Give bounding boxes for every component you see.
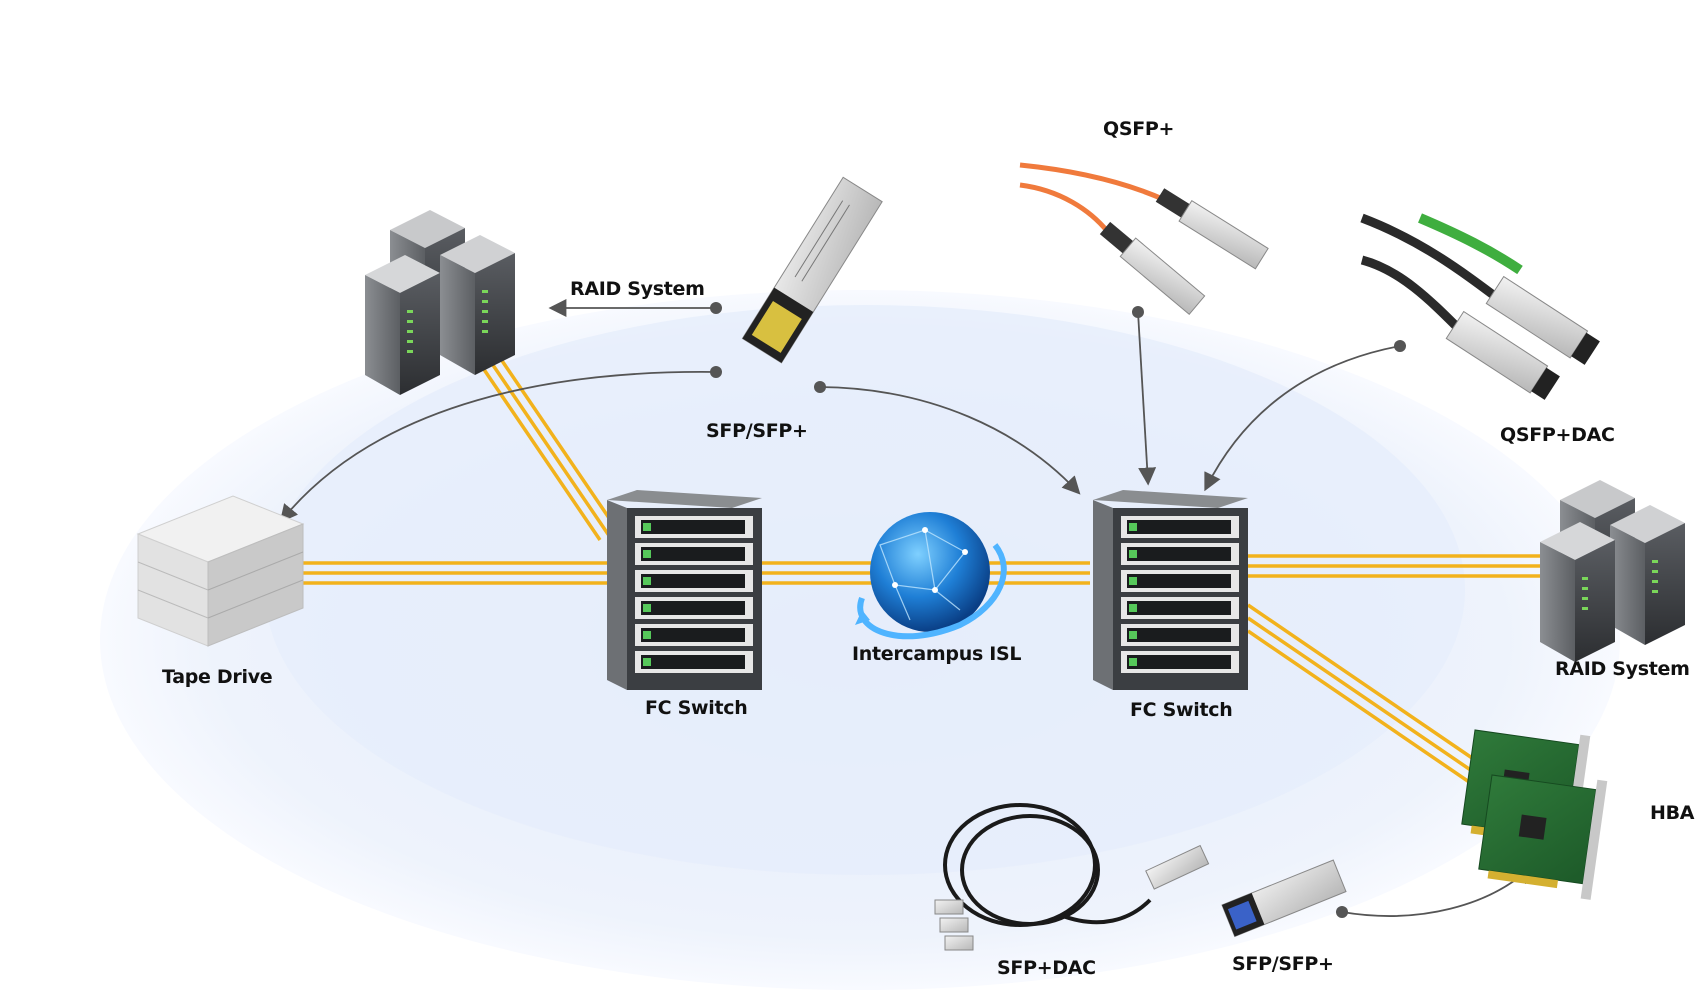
raid-system-top-label: RAID System bbox=[570, 278, 705, 300]
fc-switch-right-label: FC Switch bbox=[1130, 699, 1233, 721]
intercampus-isl-label: Intercampus ISL bbox=[852, 643, 1022, 665]
globe-icon bbox=[855, 512, 1007, 640]
qsfp-dac-icon bbox=[1360, 213, 1600, 400]
server-rack-icon bbox=[1540, 480, 1685, 662]
hba-card-icon bbox=[1461, 729, 1608, 900]
arrow-dots bbox=[710, 302, 1406, 918]
qsfp-dac-label: QSFP+DAC bbox=[1500, 424, 1615, 446]
sfp-top-label: SFP/SFP+ bbox=[706, 420, 808, 442]
sfp-module-icon bbox=[741, 176, 883, 364]
sfp-module-icon bbox=[1221, 859, 1347, 938]
qsfp-cable-icon bbox=[1019, 162, 1269, 316]
fiber-links bbox=[300, 345, 1540, 788]
server-rack-icon bbox=[365, 210, 515, 395]
sfp-dac-cable-icon bbox=[934, 803, 1210, 951]
fc-switch-left-label: FC Switch bbox=[645, 697, 748, 719]
qsfp-top-label: QSFP+ bbox=[1103, 118, 1175, 140]
fc-switch-icon bbox=[1093, 490, 1248, 690]
tape-drive-icon bbox=[136, 495, 305, 647]
fc-switch-icon bbox=[607, 490, 762, 690]
tape-drive-label: Tape Drive bbox=[162, 666, 273, 688]
sfp-bottom-label: SFP/SFP+ bbox=[1232, 953, 1334, 975]
inner-ellipse bbox=[265, 305, 1465, 875]
hba-label: HBA bbox=[1650, 802, 1695, 824]
raid-system-right-label: RAID System bbox=[1555, 658, 1690, 680]
sfp-dac-bottom-label: SFP+DAC bbox=[997, 957, 1096, 979]
